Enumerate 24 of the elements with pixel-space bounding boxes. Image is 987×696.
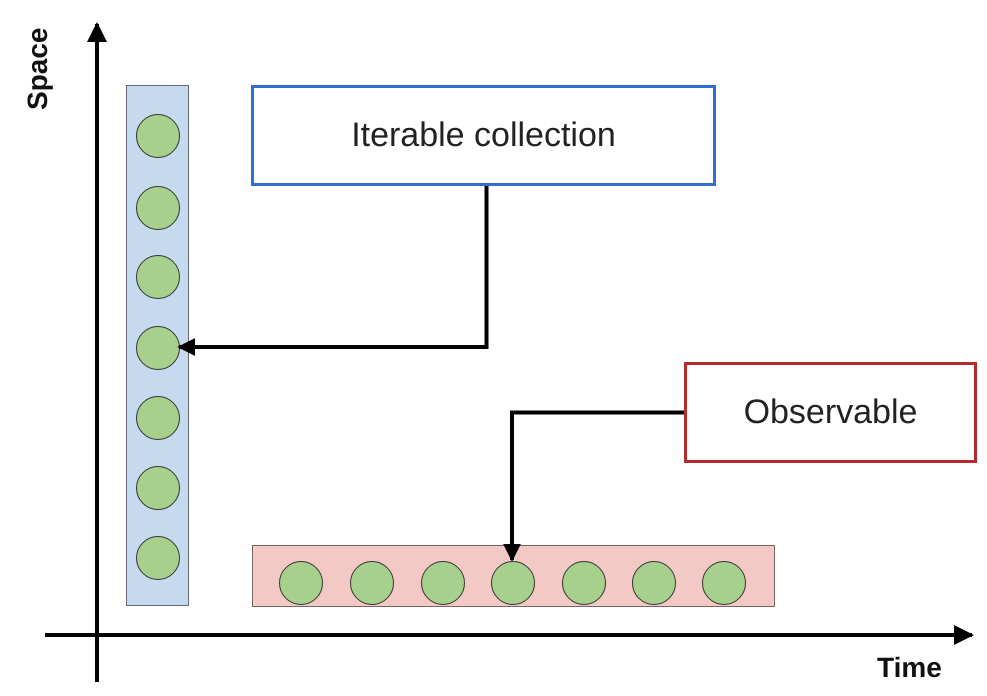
label-text: Iterable collection (351, 116, 616, 155)
circle-marble (136, 255, 180, 299)
circle-marble (136, 114, 180, 158)
circle-marble (136, 536, 180, 580)
bar-background (252, 545, 775, 607)
circle-marble (632, 561, 676, 605)
axis-label: Time (877, 652, 942, 684)
circle-marble (350, 561, 394, 605)
axis-label: Space (22, 28, 54, 110)
circle-marble (136, 326, 180, 370)
circle-marble (421, 561, 465, 605)
circle-marble (136, 466, 180, 510)
arrow (177, 186, 488, 356)
circle-marble (136, 186, 180, 230)
circle-marble (279, 561, 323, 605)
circle-marble (702, 561, 746, 605)
circle-marble (136, 396, 180, 440)
circle-marble (562, 561, 606, 605)
label-box (684, 362, 977, 463)
label-text: Observable (744, 393, 918, 432)
circle-marble (491, 561, 535, 605)
arrow (503, 410, 684, 562)
bar-background (126, 85, 189, 606)
label-box (251, 85, 716, 186)
